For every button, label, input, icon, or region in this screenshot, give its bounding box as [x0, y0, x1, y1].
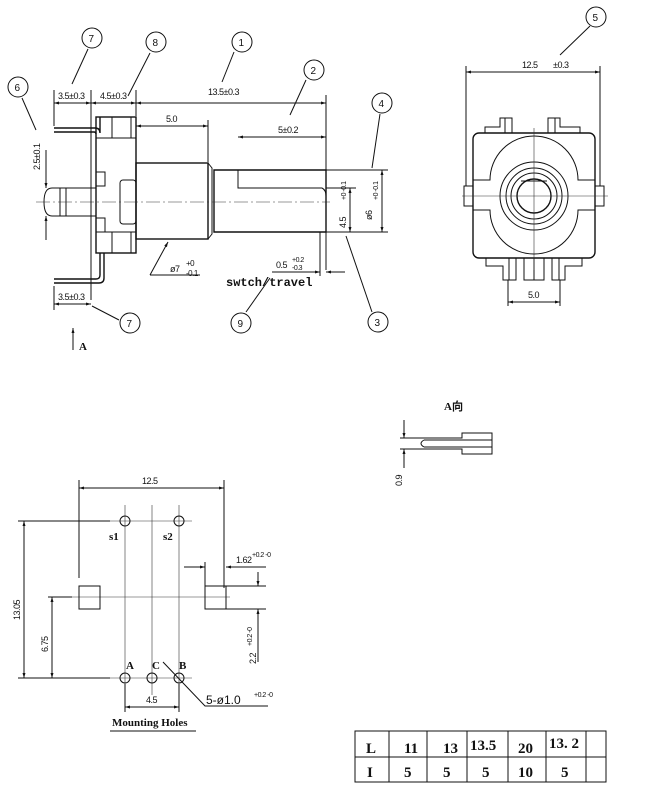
table-cell: 5 — [404, 765, 412, 781]
dim-lead-left-top: 3.5±0.3 — [58, 91, 85, 101]
callout-6: 6 — [15, 83, 21, 94]
dim-pad-height-tol: +0.2 -0 — [247, 627, 254, 646]
callout-9: 9 — [238, 319, 244, 330]
dim-overall-length: 13.5±0.3 — [208, 87, 239, 97]
a-view: A向 0.9 — [394, 399, 493, 486]
dim-hole-pitch: 4.5 — [146, 695, 158, 705]
switch-travel-label: swtch/travel — [226, 276, 312, 290]
hole-label-s2: s2 — [163, 531, 173, 543]
dim-flat-tolerance: +0 -0.1 — [341, 181, 348, 200]
dim-travel: 0.5 — [276, 260, 288, 270]
table-cell: I — [367, 765, 373, 781]
table-cell: 5 — [443, 765, 451, 781]
shaft — [213, 169, 327, 233]
front-pins — [485, 258, 583, 281]
mounting-holes: 12.5 s1 s2 A C B 13.05 6.75 4.5 — [12, 476, 274, 732]
bushing — [135, 162, 209, 240]
dim-pad-height: 2.2 — [248, 652, 258, 664]
hole-c — [146, 672, 158, 684]
callout-1: 1 — [239, 38, 245, 49]
hole-s1 — [119, 515, 131, 527]
dim-lead-spacing: 2.5±0.1 — [32, 143, 42, 170]
switch-body — [95, 116, 137, 254]
callout-5: 5 — [593, 13, 599, 24]
dim-collar: 5.0 — [166, 114, 178, 124]
callouts: 1 2 3 4 6 7 7 8 9 — [7, 27, 393, 334]
table-cell: 13 — [443, 741, 458, 757]
callout-7-top: 7 — [89, 34, 95, 45]
dim-pad-width: 1.62 — [236, 555, 252, 565]
dim-flat-diameter: 4.5 — [338, 216, 348, 228]
table-cell: 5 — [561, 765, 569, 781]
dim-flat: 5±0.2 — [278, 125, 298, 135]
hole-label-a: A — [126, 660, 134, 672]
front-view: 12.5 ±0.3 5 5.0 — [462, 6, 608, 306]
hole-label-b: B — [179, 660, 187, 672]
lead-top — [54, 117, 101, 134]
table-cell: 20 — [518, 741, 533, 757]
side-view: 3.5±0.3 4.5±0.3 13.5±0.3 5.0 5±0.2 2.5±0… — [7, 27, 393, 353]
table-cell: 11 — [404, 741, 418, 757]
dim-front-width: 12.5 — [522, 60, 538, 70]
hole-s2 — [173, 515, 185, 527]
pad-left — [78, 585, 101, 610]
mounting-holes-title: Mounting Holes — [112, 717, 188, 729]
table-cell: 5 — [482, 765, 490, 781]
dim-body-depth: 4.5±0.3 — [100, 91, 127, 101]
dim-mount-mid-height: 6.75 — [40, 636, 50, 652]
view-arrow-label: A — [79, 341, 87, 353]
dim-front-width-tol: ±0.3 — [553, 60, 569, 70]
dim-shaft-diameter: ø6 — [364, 210, 374, 220]
dim-shaft-tolerance: +0 -0.1 — [373, 181, 380, 200]
table-row: I 5 5 5 10 5 — [367, 765, 569, 781]
lead-bottom — [54, 253, 105, 284]
dim-pin-thickness: 0.9 — [394, 474, 404, 486]
bushing-tol-upper: +0 — [186, 259, 195, 268]
callout-7-bottom: 7 — [127, 319, 133, 330]
hole-label-c: C — [152, 660, 160, 672]
callout-3: 3 — [375, 318, 381, 329]
bushing-tol-lower: -0.1 — [186, 269, 199, 278]
table-cell: 10 — [518, 765, 533, 781]
dim-mount-width: 12.5 — [142, 476, 158, 486]
table-cell: L — [366, 741, 376, 757]
table-cell: 13.5 — [470, 738, 496, 754]
table-cell: 13. 2 — [549, 736, 579, 752]
callout-4: 4 — [379, 99, 385, 110]
hole-b — [173, 672, 185, 684]
callout-2: 2 — [311, 66, 317, 77]
dim-lead-left-bottom: 3.5±0.3 — [58, 292, 85, 302]
travel-tol-upper: +0.2 — [292, 257, 304, 264]
pad-right — [204, 585, 227, 610]
callout-8: 8 — [153, 38, 159, 49]
dim-mount-height: 13.05 — [12, 599, 22, 620]
hole-a — [119, 672, 131, 684]
hole-spec-tol: +0.2 -0 — [254, 692, 273, 699]
travel-tol-lower: -0.3 — [292, 265, 303, 272]
dimension-table: L 11 13 13.5 20 13. 2 I 5 5 5 10 5 — [354, 730, 607, 783]
dim-bushing-diameter: ø7 — [170, 264, 180, 274]
dim-pad-width-tol: +0.2 -0 — [252, 552, 271, 559]
a-view-title: A向 — [444, 399, 463, 413]
dim-pin-pitch: 5.0 — [528, 290, 540, 300]
hole-spec: 5-ø1.0 — [206, 693, 241, 707]
hole-label-s1: s1 — [109, 531, 119, 543]
table-row: L 11 13 13.5 20 13. 2 — [366, 736, 579, 757]
